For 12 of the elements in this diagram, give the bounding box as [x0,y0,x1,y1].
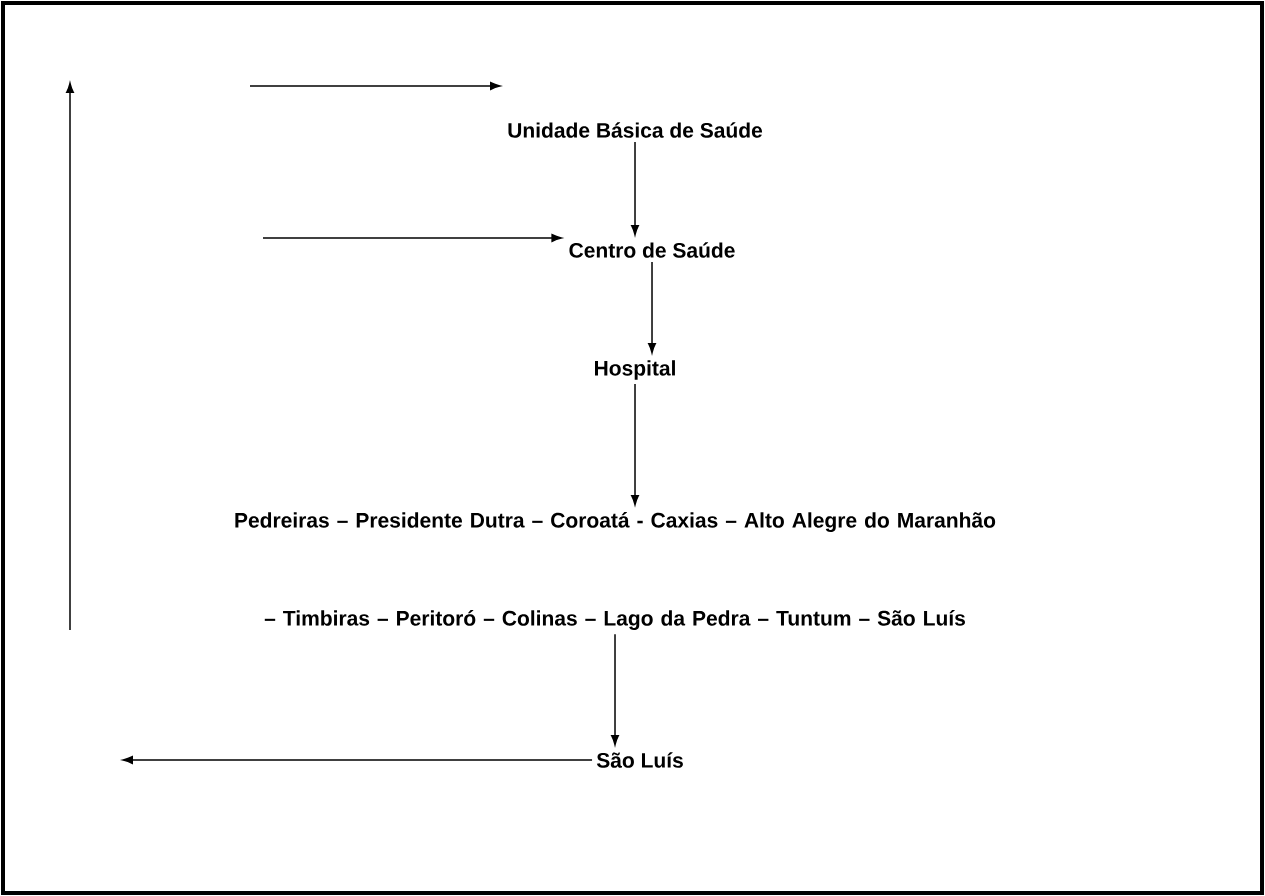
place-label: Unidade Básica de Saúde [508,122,763,138]
arrow [262,234,562,242]
arrow [122,756,593,764]
place-label: Centro de Saúde [569,242,735,258]
place-label: Pedreiras – Presidente Dutra – Coroatá - Caxias – Alto Alegre do Maranhão – Timbiras – Peritoró – Colinas – Lago da Pedra – Tuntum – São Luís [235,512,996,630]
arrow [249,82,501,90]
place-label: São Luís [596,752,683,768]
arrow [631,383,639,506]
arrow [631,141,639,236]
arrow [611,633,619,746]
arrow [648,261,656,354]
place-label: Hospital [595,360,675,380]
